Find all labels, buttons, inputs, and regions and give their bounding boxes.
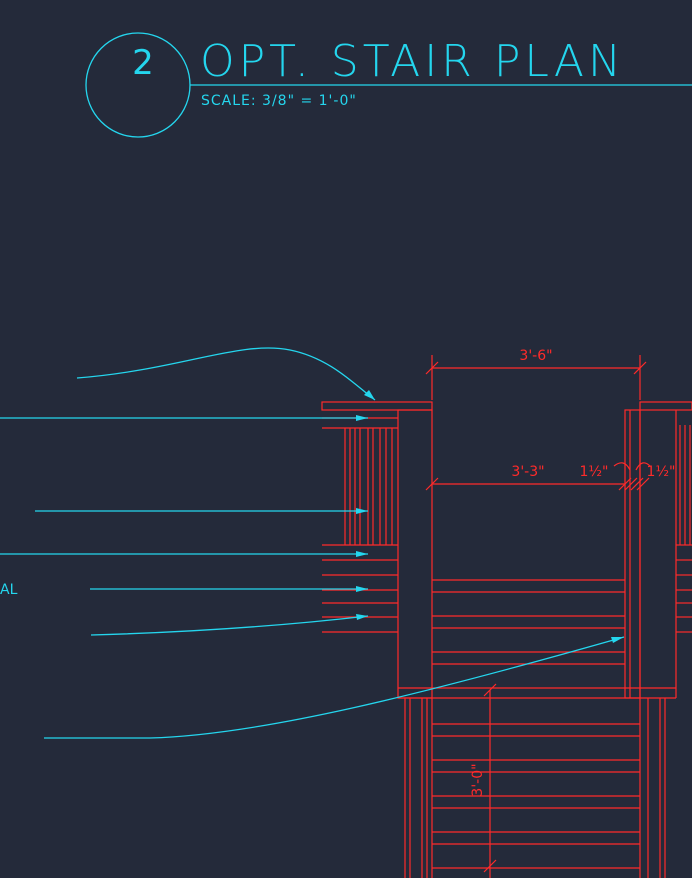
- arrowhead: [364, 390, 375, 400]
- dim-label-left-post: 1½": [580, 464, 609, 480]
- partial-callout-text: AL: [0, 582, 18, 598]
- right-balusters: [679, 425, 691, 545]
- leader-arc: [635, 462, 651, 471]
- arrowhead: [356, 551, 368, 557]
- dimension-run-length: 3'-0": [470, 683, 497, 878]
- left-rail-assembly: [321, 401, 433, 699]
- right-deck-boards: [676, 544, 692, 633]
- right-cap-plate: [639, 401, 692, 411]
- dim-label-overall-width: 3'-6": [519, 348, 552, 364]
- right-rail-assembly: [398, 401, 692, 699]
- detail-number: 2: [132, 43, 154, 83]
- left-balusters: [344, 428, 393, 545]
- left-deck-boards: [322, 544, 398, 633]
- dim-label-inner-width: 3'-3": [511, 464, 544, 480]
- left-cap-plate: [321, 401, 433, 411]
- arrowhead: [356, 614, 368, 620]
- title-block: 2 OPT. STAIR PLAN SCALE: 3/8" = 1'-0": [85, 32, 692, 138]
- left-post: [397, 409, 433, 699]
- dim-label-right-post: 1½": [647, 464, 676, 480]
- dim-label-run-length: 3'-0": [470, 763, 486, 796]
- stair-treads: [432, 579, 640, 869]
- arrowhead: [356, 508, 368, 514]
- leader-arc: [613, 462, 631, 471]
- arrowhead: [356, 415, 368, 421]
- drawing-scale: SCALE: 3/8" = 1'-0": [201, 93, 357, 109]
- leader-curve-bottom: [44, 636, 625, 739]
- dimension-inner-width: 3'-3" 1½" 1½": [425, 462, 676, 491]
- arrowhead: [611, 637, 624, 643]
- leader-curve: [90, 615, 369, 636]
- stringers: [404, 698, 666, 878]
- right-post: [624, 409, 641, 699]
- annotation-leaders: AL: [0, 347, 625, 739]
- drawing-title: OPT. STAIR PLAN: [200, 36, 625, 87]
- leader-curve-top: [76, 347, 376, 401]
- dimension-overall-width: 3'-6": [425, 348, 647, 400]
- arrowhead: [356, 586, 368, 592]
